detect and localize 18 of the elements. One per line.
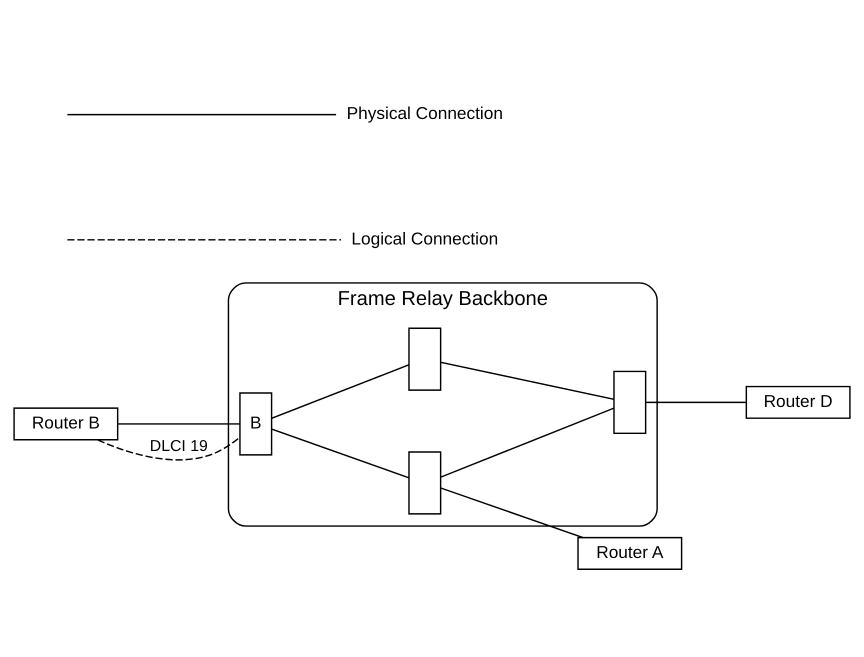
connector [440, 406, 614, 478]
node-box: Router D [746, 385, 851, 418]
legend-label: Logical Connection [351, 228, 498, 248]
node-box [408, 450, 442, 514]
node-box [613, 370, 646, 434]
node-box [408, 327, 442, 390]
connector [272, 428, 410, 478]
node-box: B [239, 392, 272, 456]
legend-label: Physical Connection [346, 102, 503, 123]
edge-label: DLCI 19 [150, 437, 208, 454]
node-box: Router B [13, 406, 118, 440]
node-box: Router A [577, 536, 682, 570]
connector [646, 401, 746, 403]
connector [440, 486, 584, 538]
connector [440, 361, 614, 400]
connector [98, 436, 240, 460]
connector [272, 364, 410, 418]
connector [118, 422, 240, 424]
